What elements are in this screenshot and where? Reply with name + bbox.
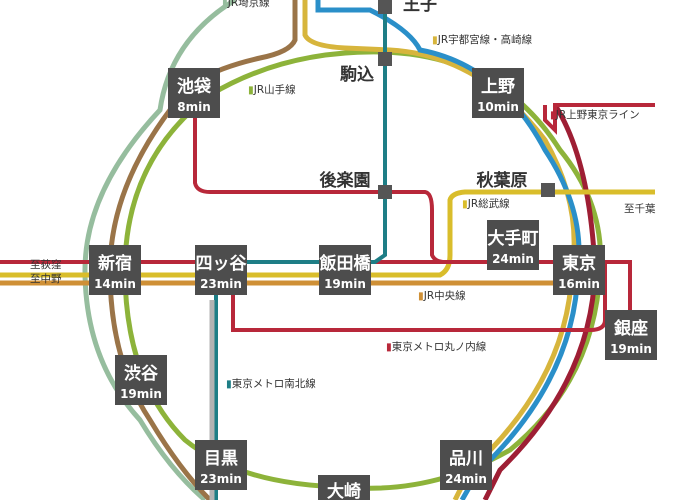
label-utsunomiya: ▮JR宇都宮線・高崎線 bbox=[432, 33, 533, 46]
dest-chiba: 至千葉 bbox=[624, 202, 656, 215]
svg-text:上野: 上野 bbox=[481, 77, 515, 97]
komagome-junction bbox=[378, 52, 392, 66]
svg-text:渋谷: 渋谷 bbox=[124, 363, 159, 384]
svg-text:19min: 19min bbox=[324, 277, 366, 291]
label-marunouchi: ▮東京メトロ丸ノ内線 bbox=[386, 340, 487, 353]
oji-junction bbox=[378, 0, 392, 14]
svg-text:四ッ谷: 四ッ谷 bbox=[196, 254, 248, 274]
station-shinagawa: 品川 24min bbox=[440, 440, 492, 490]
station-otemachi: 大手町 24min bbox=[487, 220, 539, 270]
svg-text:東京: 東京 bbox=[562, 253, 596, 274]
svg-text:16min: 16min bbox=[558, 277, 600, 291]
station-shinjuku: 新宿 14min bbox=[89, 245, 141, 295]
svg-text:23min: 23min bbox=[200, 277, 242, 291]
keihin-line bbox=[315, 0, 582, 500]
svg-text:8min: 8min bbox=[177, 100, 211, 114]
marunouchi-line bbox=[0, 103, 655, 332]
station-oji: 王子 bbox=[403, 0, 437, 15]
station-ginza: 銀座 19min bbox=[605, 310, 657, 360]
station-komagome: 駒込 bbox=[340, 64, 374, 85]
utsunomiya-line bbox=[302, 0, 577, 500]
station-tokyo: 東京 16min bbox=[553, 245, 605, 295]
station-korakuen: 後楽園 bbox=[320, 170, 371, 191]
station-ikebukuro: 池袋 8min bbox=[168, 68, 220, 118]
dest-ogikubo: 至荻窪 bbox=[30, 258, 62, 271]
label-saikyo: ▮JR埼京線 bbox=[222, 0, 270, 9]
svg-text:大手町: 大手町 bbox=[488, 228, 539, 249]
label-ueno-tokyo: ▮JR上野東京ライン bbox=[550, 108, 640, 121]
label-namboku: ▮東京メトロ南北線 bbox=[226, 377, 316, 390]
dest-nakano: 至中野 bbox=[30, 272, 62, 285]
shonan-line bbox=[107, 0, 298, 500]
svg-text:19min: 19min bbox=[120, 387, 162, 401]
svg-text:銀座: 銀座 bbox=[614, 318, 648, 339]
station-iidabashi: 飯田橋 19min bbox=[319, 245, 372, 295]
station-shibuya: 渋谷 19min bbox=[115, 355, 167, 405]
svg-text:大崎: 大崎 bbox=[327, 481, 361, 500]
station-yotsuya: 四ッ谷 23min bbox=[195, 245, 247, 295]
label-chuo: ▮JR中央線 bbox=[418, 289, 466, 302]
label-yamanote: ▮JR山手線 bbox=[248, 83, 296, 96]
svg-text:新宿: 新宿 bbox=[98, 253, 132, 274]
station-ueno: 上野 10min bbox=[472, 68, 524, 118]
svg-text:23min: 23min bbox=[200, 472, 242, 486]
svg-text:24min: 24min bbox=[445, 472, 487, 486]
korakuen-junction bbox=[378, 185, 392, 199]
label-sobu: ▮JR総武線 bbox=[462, 197, 510, 210]
station-meguro: 目黒 23min bbox=[195, 440, 247, 490]
svg-text:14min: 14min bbox=[94, 277, 136, 291]
svg-text:飯田橋: 飯田橋 bbox=[319, 253, 372, 274]
svg-text:池袋: 池袋 bbox=[177, 76, 212, 97]
svg-text:24min: 24min bbox=[492, 252, 534, 266]
svg-text:品川: 品川 bbox=[449, 449, 483, 469]
sobu-line bbox=[0, 189, 655, 278]
svg-text:目黒: 目黒 bbox=[204, 449, 238, 469]
svg-text:10min: 10min bbox=[477, 100, 519, 114]
station-akihabara: 秋葉原 bbox=[477, 170, 528, 191]
svg-text:19min: 19min bbox=[610, 342, 652, 356]
station-osaki: 大崎 bbox=[318, 475, 370, 500]
akihabara-junction bbox=[541, 183, 555, 197]
